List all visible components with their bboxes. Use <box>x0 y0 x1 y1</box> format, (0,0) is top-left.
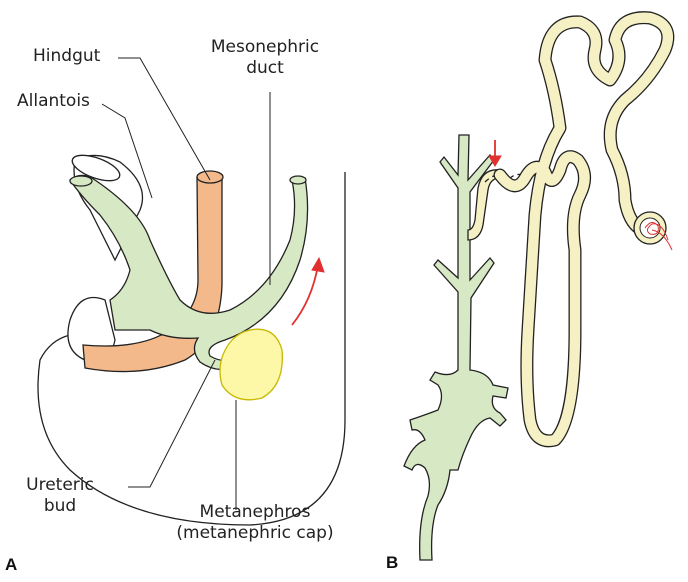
ureteric-leader <box>128 360 215 487</box>
collecting-duct <box>404 135 508 560</box>
label-allantois: Allantois <box>17 91 90 112</box>
label-ureteric-bud: Ureteric bud <box>10 475 110 517</box>
label-ureteric-line-1: Ureteric <box>10 475 110 496</box>
panel-a-letter: A <box>5 555 17 575</box>
label-metanephros-line-1: Metanephros <box>165 502 345 523</box>
label-metanephros: Metanephros (metanephric cap) <box>165 502 345 544</box>
migration-arrowhead <box>312 258 324 272</box>
panel-b-drawing <box>404 18 672 560</box>
label-mesonephric-line-1: Mesonephric <box>205 37 325 58</box>
migration-arrow <box>292 265 318 325</box>
panel-b-letter: B <box>386 553 398 573</box>
hindgut-opening <box>197 171 223 183</box>
label-metanephros-line-2: (metanephric cap) <box>165 523 345 544</box>
label-ureteric-line-2: bud <box>10 496 110 517</box>
label-mesonephric-line-2: duct <box>205 58 325 79</box>
metanephros <box>220 329 282 400</box>
allantois-green-opening <box>70 176 92 186</box>
label-hindgut: Hindgut <box>33 46 100 67</box>
label-mesonephric-duct: Mesonephric duct <box>205 37 325 79</box>
bowmans-capsule-inner <box>640 218 660 238</box>
mesonephric-opening <box>290 176 306 184</box>
hindgut-leader <box>118 58 210 180</box>
panel-a-drawing <box>38 58 345 525</box>
